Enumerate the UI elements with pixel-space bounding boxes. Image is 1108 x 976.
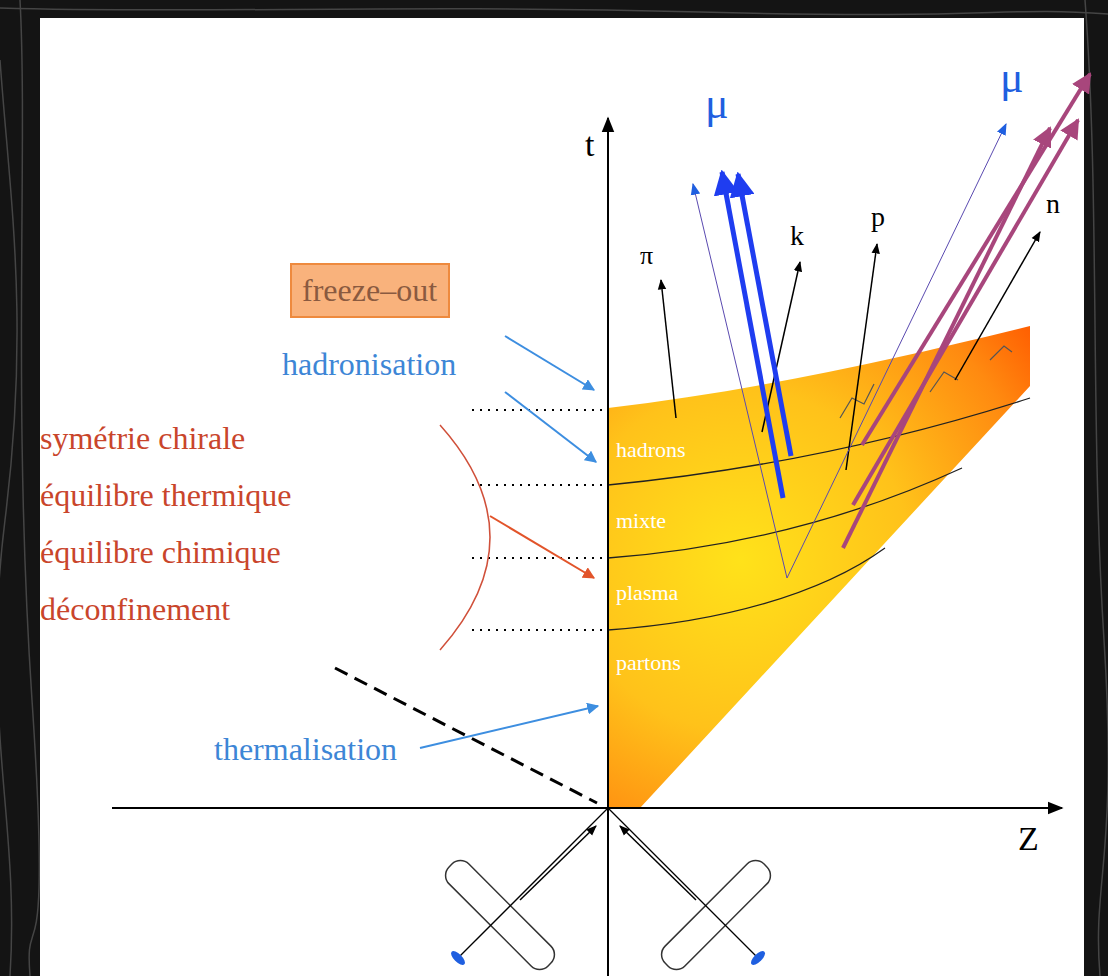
particle-label: μ — [1000, 56, 1024, 100]
fireball-cone — [608, 326, 1030, 808]
stage-label: thermalisation — [214, 733, 397, 765]
white-panel — [40, 18, 1084, 976]
label-holder: n — [1046, 190, 1060, 218]
label-holder: t — [585, 128, 594, 162]
phase-dotted-lines — [472, 410, 602, 630]
property-label: équilibre thermique — [40, 479, 291, 511]
property-label: équilibre chimique — [40, 536, 281, 568]
phase-label: mixte — [616, 510, 666, 532]
muon-pair-lines — [693, 124, 1006, 578]
label-holder: thermalisation — [214, 733, 397, 765]
stage-label: hadronisation — [282, 348, 456, 380]
label-holder: symétrie chirale — [40, 422, 245, 454]
label-holder: hadrons — [616, 439, 686, 461]
isotherm-curves — [608, 398, 1030, 630]
label-holder: Z — [1018, 822, 1039, 856]
label-holder: μ — [705, 82, 729, 126]
box-text: freeze–out — [302, 272, 438, 309]
particle-label: p — [871, 203, 885, 231]
label-holder: k — [790, 222, 804, 250]
label-holder: hadronisation — [282, 348, 456, 380]
label-holder: mixte — [616, 510, 666, 532]
beam-nuclei — [441, 808, 776, 974]
particle-label: k — [790, 222, 804, 250]
label-holder: p — [871, 203, 885, 231]
property-arrow — [490, 516, 594, 578]
label-holder: π — [640, 243, 653, 269]
axis-label: Z — [1018, 822, 1039, 856]
phase-label: partons — [616, 652, 681, 674]
phase-label: plasma — [616, 582, 678, 604]
label-holder: déconfinement — [40, 593, 230, 625]
particle-label: μ — [705, 82, 729, 126]
property-bracket — [440, 425, 490, 650]
label-holder: plasma — [616, 582, 678, 604]
stage-arrows — [420, 336, 598, 748]
label-holder: équilibre chimique — [40, 536, 281, 568]
property-label: déconfinement — [40, 593, 230, 625]
axis-label: t — [585, 128, 594, 162]
label-holder: μ — [1000, 56, 1024, 100]
phase-label: hadrons — [616, 439, 686, 461]
stage-box: freeze–out — [290, 263, 450, 318]
property-label: symétrie chirale — [40, 422, 245, 454]
blue-muon-arrows — [722, 172, 791, 498]
magenta-muon-arrows — [843, 74, 1090, 548]
label-holder: partons — [616, 652, 681, 674]
particle-label: π — [640, 243, 653, 269]
particle-label: n — [1046, 190, 1060, 218]
label-holder: équilibre thermique — [40, 479, 291, 511]
